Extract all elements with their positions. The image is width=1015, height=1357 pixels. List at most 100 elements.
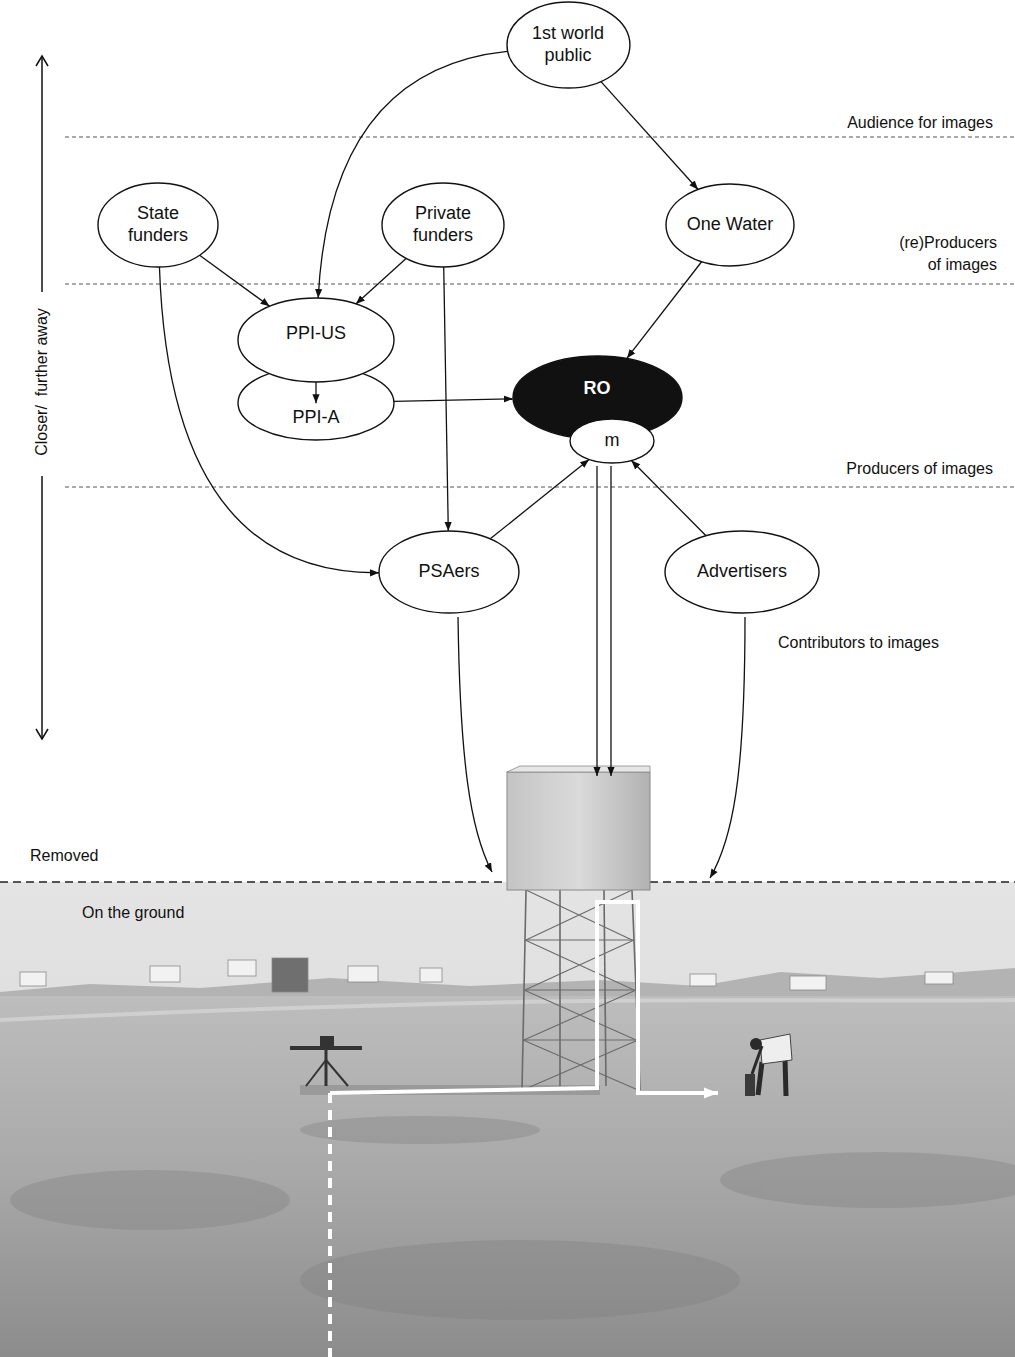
ellipse-outline <box>507 2 630 88</box>
node-label: Advertisers <box>697 561 787 583</box>
axis-label: Closer/ further away <box>31 308 53 456</box>
photo-grass <box>10 1170 290 1230</box>
photo-grass <box>720 1152 1015 1208</box>
tower-legs <box>522 890 640 1090</box>
band-divider <box>65 487 1015 488</box>
tap-stand <box>306 1060 326 1086</box>
connector-arrow <box>315 382 316 403</box>
ellipse-node: Private funders <box>381 182 505 268</box>
water-path <box>328 1093 332 1357</box>
ellipse-node: 1st world public <box>506 1 631 89</box>
ellipse-node: m <box>569 418 655 464</box>
photo-grass <box>10 1116 1015 1320</box>
ellipse-node: One Water <box>665 183 795 267</box>
node-text-group: PSAers <box>418 561 479 583</box>
node-text-group: 1st world public <box>522 23 614 66</box>
zone-label: Removed <box>30 845 98 867</box>
ellipse-outline <box>382 183 504 267</box>
node-label: One Water <box>687 214 773 236</box>
ellipse-node: PSAers <box>378 530 520 614</box>
ellipse-outline <box>98 183 218 267</box>
photo-house <box>348 966 378 982</box>
image-flow-arrow <box>458 617 492 872</box>
photo-house <box>790 976 826 990</box>
node-text-group: Advertisers <box>697 561 787 583</box>
node-label: State funders <box>118 203 198 246</box>
person-figure <box>745 1034 792 1096</box>
water-path <box>330 902 718 1093</box>
tap-stand <box>326 1060 348 1086</box>
ellipse-node: PPI-US <box>237 297 395 383</box>
tap-stand <box>325 1050 328 1086</box>
photo-grass <box>300 1116 540 1144</box>
tap-stand <box>290 1036 362 1086</box>
photo-houses <box>20 958 953 992</box>
axis-arrow <box>36 56 48 66</box>
ellipse-outline <box>238 366 394 440</box>
person-figure <box>760 1034 792 1064</box>
axis-arrow <box>41 57 43 292</box>
node-label: m <box>605 430 620 452</box>
node-text-group: State funders <box>118 203 198 246</box>
band-label: Contributors to images <box>778 632 939 654</box>
node-label: Private funders <box>403 203 483 246</box>
image-flow-arrow <box>610 466 611 776</box>
connector-arrow <box>200 255 270 306</box>
image-flow-arrow <box>596 466 597 776</box>
photo-house <box>150 966 180 982</box>
node-label: RO <box>584 378 611 400</box>
connector-arrow <box>318 51 507 298</box>
photo-sky <box>0 882 1015 1357</box>
person-figure <box>752 1046 762 1074</box>
tap-post <box>745 1074 755 1096</box>
photo-road <box>0 1000 1015 1020</box>
axis-arrow <box>36 729 48 739</box>
ellipse-node: Advertisers <box>664 530 820 614</box>
water-tank <box>507 772 650 890</box>
band-divider <box>65 137 1015 487</box>
ellipse-outline <box>666 184 794 266</box>
photo-grass <box>300 1240 740 1320</box>
band-label: (re)Producers of images <box>885 232 997 276</box>
photo-house <box>20 972 46 986</box>
photo-house <box>420 968 442 982</box>
water-path <box>330 902 718 1357</box>
photo-house <box>228 960 256 976</box>
axis-arrow <box>41 476 43 738</box>
ellipse-outline <box>665 531 819 613</box>
node-label: PPI-A <box>292 407 339 429</box>
photo-house <box>925 972 953 984</box>
tower-brace <box>523 890 638 1090</box>
image-flow-arrow <box>710 617 745 878</box>
photo-house <box>690 974 716 986</box>
connector-arrow <box>444 267 449 531</box>
connector-arrow <box>601 81 698 189</box>
ellipse-node: State funders <box>97 182 219 268</box>
tower-brace <box>524 940 638 1040</box>
band-label: Audience for images <box>847 112 993 134</box>
connector-arrow <box>631 461 706 536</box>
person-figure <box>785 1058 786 1096</box>
photo-house <box>272 958 308 992</box>
node-text-group: Private funders <box>403 203 483 246</box>
connector-arrow <box>490 459 589 538</box>
band-divider <box>65 284 1015 285</box>
photo <box>0 882 1015 1357</box>
person-figure <box>758 1062 762 1095</box>
tower-leg <box>604 890 606 1086</box>
water-tank <box>507 766 650 890</box>
filled-ellipse-node: ROm <box>512 355 683 440</box>
water-tank-top <box>507 766 650 772</box>
ellipse-outline <box>570 419 654 463</box>
zone-label: On the ground <box>82 902 184 924</box>
node-label: PPI-US <box>286 323 346 345</box>
connector-arrow <box>394 399 513 402</box>
ellipse-outline <box>238 298 394 382</box>
connector-arrow <box>356 258 406 303</box>
node-text-group: PPI-US <box>286 323 346 345</box>
node-text-group: One Water <box>687 214 773 236</box>
tap-stand <box>320 1036 334 1048</box>
node-label: 1st world public <box>522 23 614 66</box>
node-text-group: RO <box>584 378 611 400</box>
